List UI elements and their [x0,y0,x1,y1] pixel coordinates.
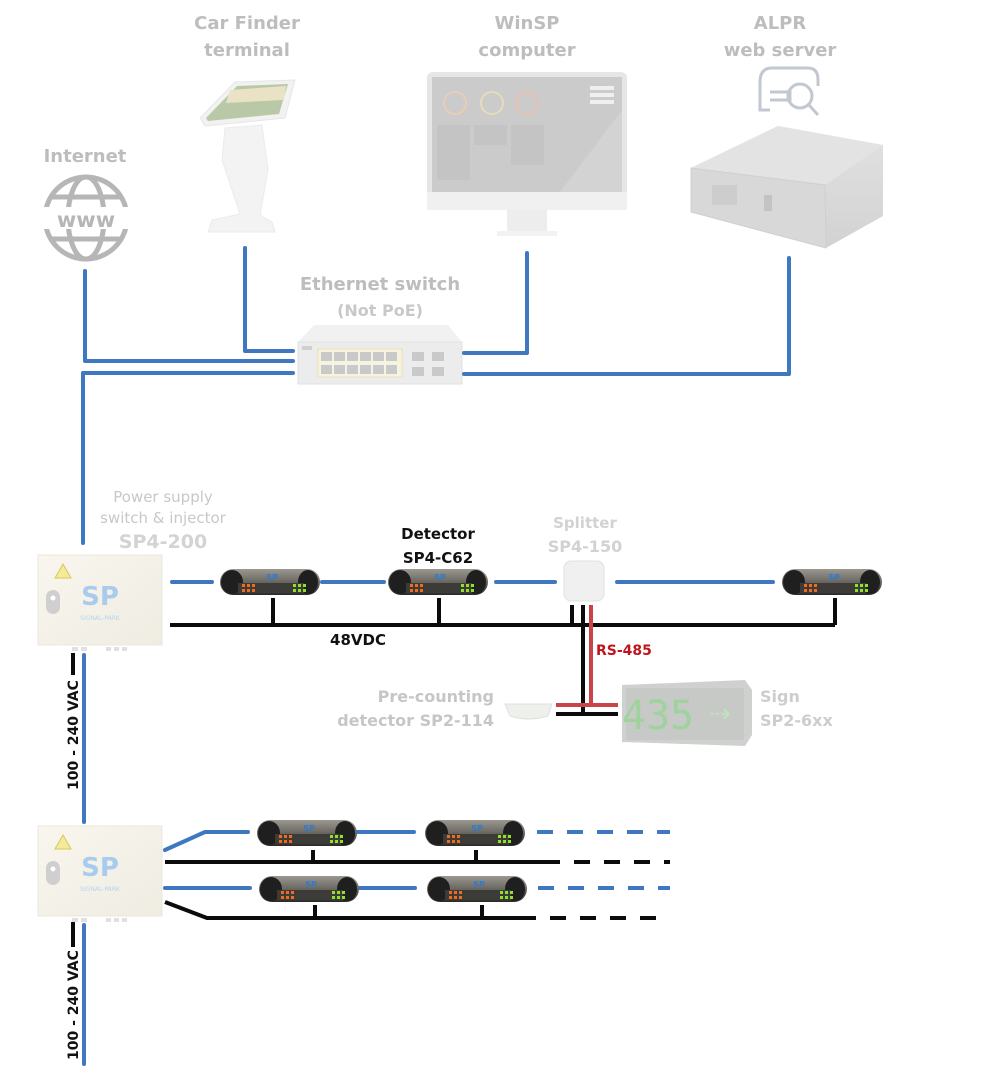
cable-alpr-switch [462,256,791,376]
cable-switch-powersupply [81,371,295,545]
row1-cables [170,580,837,716]
svg-text:⇢: ⇢ [709,699,731,729]
ethernet-cables-top [81,246,791,545]
detector-2 [388,569,488,595]
splitter-label-line1: Splitter [553,514,617,532]
ethernet-switch-icon [297,325,463,385]
rs485-label: RS-485 [596,643,652,659]
dc-bus-label: 48VDC [330,631,386,649]
car-finder-label-line2: terminal [204,40,290,61]
ac-label-1: 100 - 240 VAC [66,680,82,790]
svg-text:435: 435 [622,693,694,739]
power-supply-box-1 [37,554,163,652]
detector-3 [782,569,882,595]
precounting-detector-icon [504,703,553,720]
internet-label: Internet [44,146,127,167]
switch-label-line2: (Not PoE) [337,301,423,320]
detector-1 [220,569,320,595]
car-finder-label-line1: Car Finder [194,13,300,34]
cable-winsp-switch [462,251,529,355]
sign-label-line2: SP2-6xx [760,711,833,730]
splitter-box-icon [563,560,605,602]
detector-row2-2 [425,820,525,846]
ps-label-line2: switch & injector [100,509,226,527]
alpr-label-line2: web server [724,40,837,61]
ac-label-2: 100 - 240 VAC [66,950,82,1060]
winsp-label-line2: computer [478,40,575,61]
detector-row2-1 [257,820,357,846]
alpr-label-line1: ALPR [754,13,807,34]
detector-label-line2: SP4-C62 [403,549,473,567]
precounting-label-line2: detector SP2-114 [337,711,494,730]
svg-text:www: www [57,208,115,232]
precounting-label-line1: Pre-counting [378,687,494,706]
detector-label-line1: Detector [401,525,475,543]
car-search-icon [758,66,820,117]
cable-internet-switch [83,269,295,363]
car-finder-kiosk-icon [199,79,296,233]
switch-label-line1: Ethernet switch [300,274,460,295]
ac-cables [71,653,86,1066]
alpr-server-icon [690,126,883,249]
row2-cables [163,830,670,920]
ps-label-line3: SP4-200 [119,531,207,553]
splitter-label-line2: SP4-150 [548,537,622,556]
winsp-label-line1: WinSP [495,13,560,34]
power-supply-box-2 [37,825,163,923]
globe-www-icon: www [40,174,132,262]
detector-row3-1 [259,876,359,902]
winsp-monitor-icon [427,72,627,236]
cable-carfinder-switch [243,246,295,353]
sign-label-line1: Sign [760,687,800,706]
ps-label-line1: Power supply [113,488,213,506]
sign-display-icon: 435 ⇢ [622,680,752,746]
detector-row3-2 [427,876,527,902]
